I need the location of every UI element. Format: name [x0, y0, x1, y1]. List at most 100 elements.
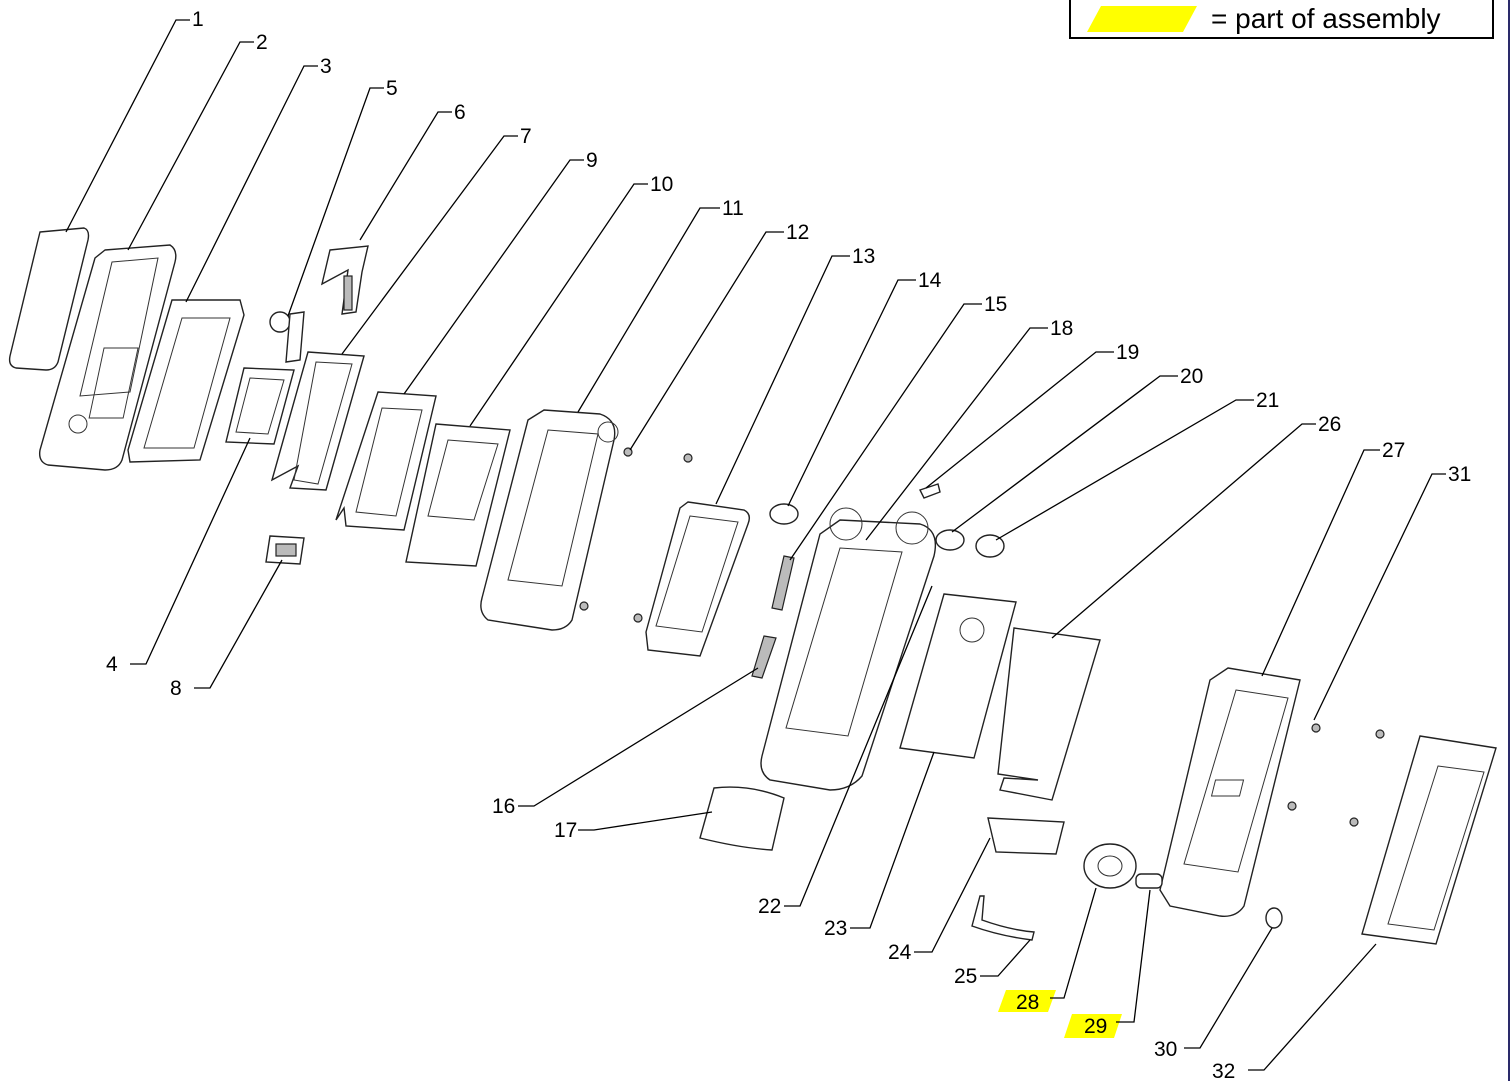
- part-8-connector: [265, 535, 305, 565]
- callout-label-25: 25: [954, 965, 977, 988]
- part-18-clip: [919, 483, 941, 499]
- callout-5: 5: [287, 77, 398, 317]
- part-32-battery-cover: [1210, 735, 1497, 945]
- callout-label-28: 28: [1016, 991, 1039, 1014]
- part-20-hinge: [935, 529, 965, 551]
- part-9-shield: [335, 391, 437, 531]
- callout-2: 2: [127, 31, 268, 251]
- part-27-rear-chassis: [1159, 667, 1301, 917]
- callout-label-2: 2: [256, 31, 268, 54]
- part-26-dome-sheet: [997, 627, 1101, 801]
- callout-22: 22: [758, 585, 933, 918]
- callout-32: 32: [1212, 943, 1377, 1081]
- legend: = part of assembly: [1069, 0, 1494, 39]
- part-10-inner-display: [405, 423, 511, 567]
- callout-11: 11: [577, 197, 744, 413]
- part-30-jack: [1265, 907, 1283, 929]
- callout-label-9: 9: [586, 149, 598, 172]
- callout-label-26: 26: [1318, 413, 1341, 436]
- callout-27: 27: [1261, 439, 1405, 677]
- callout-label-20: 20: [1180, 365, 1203, 388]
- part-14-button: [769, 503, 799, 525]
- callout-label-13: 13: [852, 245, 875, 268]
- callout-label-7: 7: [520, 125, 532, 148]
- callout-label-16: 16: [492, 795, 515, 818]
- callout-label-19: 19: [1116, 341, 1139, 364]
- callout-3: 3: [185, 55, 332, 303]
- callout-label-8: 8: [170, 677, 182, 700]
- callout-19: 19: [925, 341, 1139, 489]
- callout-label-31: 31: [1448, 463, 1471, 486]
- callout-label-6: 6: [454, 101, 466, 124]
- callout-label-15: 15: [984, 293, 1007, 316]
- part-24-speaker-housing: [987, 817, 1065, 855]
- callout-label-24: 24: [888, 941, 912, 964]
- part-12-screws: [579, 447, 693, 623]
- part-5-camera: [269, 311, 305, 363]
- callout-label-10: 10: [650, 173, 673, 196]
- callout-label-23: 23: [824, 917, 847, 940]
- part-23-keypad: [899, 593, 1017, 759]
- callout-6: 6: [359, 101, 466, 241]
- callout-28: 28: [998, 887, 1097, 1014]
- part-29-gasket: [1135, 873, 1163, 889]
- callout-18: 18: [865, 317, 1073, 541]
- callout-label-27: 27: [1382, 439, 1405, 462]
- callout-label-18: 18: [1050, 317, 1073, 340]
- callout-16: 16: [492, 667, 759, 818]
- callout-label-4: 4: [106, 653, 118, 676]
- callout-label-17: 17: [554, 819, 577, 842]
- callout-4: 4: [106, 437, 251, 676]
- callout-24: 24: [888, 837, 991, 964]
- part-2-front-housing: [38, 244, 177, 471]
- callout-label-12: 12: [786, 221, 809, 244]
- part-31-screws: [1287, 723, 1385, 827]
- callout-26: 26: [1051, 413, 1341, 639]
- part-13-main-lens: [645, 501, 751, 657]
- callout-label-32: 32: [1212, 1060, 1235, 1081]
- part-1-lens: [8, 227, 90, 371]
- callout-17: 17: [554, 811, 713, 842]
- callout-31: 31: [1313, 463, 1471, 721]
- part-16-side-key: [751, 635, 777, 679]
- part-6-flex-connector: [320, 245, 369, 315]
- callout-9: 9: [403, 149, 598, 395]
- callout-label-5: 5: [386, 77, 398, 100]
- part-22-rear-housing: [760, 507, 937, 791]
- callout-label-30: 30: [1154, 1038, 1177, 1061]
- callout-30: 30: [1154, 927, 1273, 1061]
- part-21-hinge-cap: [975, 534, 1005, 558]
- callout-8: 8: [170, 559, 283, 700]
- callout-12: 12: [629, 221, 809, 451]
- callout-10: 10: [469, 173, 673, 427]
- callout-label-1: 1: [192, 8, 204, 31]
- callout-1: 1: [65, 8, 204, 233]
- legend-text: = part of assembly: [1211, 3, 1441, 34]
- callout-label-22: 22: [758, 895, 781, 918]
- part-25-antenna-flex: [971, 895, 1035, 941]
- callout-20: 20: [951, 365, 1203, 533]
- callout-label-14: 14: [918, 269, 942, 292]
- part-17-cover-tip: [699, 786, 785, 851]
- part-7-main-board: [270, 351, 365, 491]
- legend-swatch: [1087, 6, 1197, 32]
- part-15-side-key: [771, 555, 795, 611]
- part-4-display: [225, 367, 295, 445]
- callout-label-29: 29: [1084, 1015, 1107, 1038]
- part-28-speaker: [1083, 843, 1137, 889]
- callout-label-3: 3: [320, 55, 332, 78]
- callout-23: 23: [824, 751, 935, 940]
- callout-25: 25: [954, 939, 1031, 988]
- callout-13: 13: [715, 245, 875, 505]
- callout-15: 15: [789, 293, 1007, 561]
- part-11-chassis: [480, 409, 619, 631]
- callout-label-21: 21: [1256, 389, 1279, 412]
- frame-edge: [1508, 0, 1510, 1081]
- callout-14: 14: [787, 269, 942, 507]
- part-3-frame: [88, 299, 245, 463]
- callout-29: 29: [1064, 889, 1151, 1038]
- callout-7: 7: [341, 125, 532, 355]
- callout-label-11: 11: [722, 197, 744, 220]
- callout-21: 21: [995, 389, 1279, 541]
